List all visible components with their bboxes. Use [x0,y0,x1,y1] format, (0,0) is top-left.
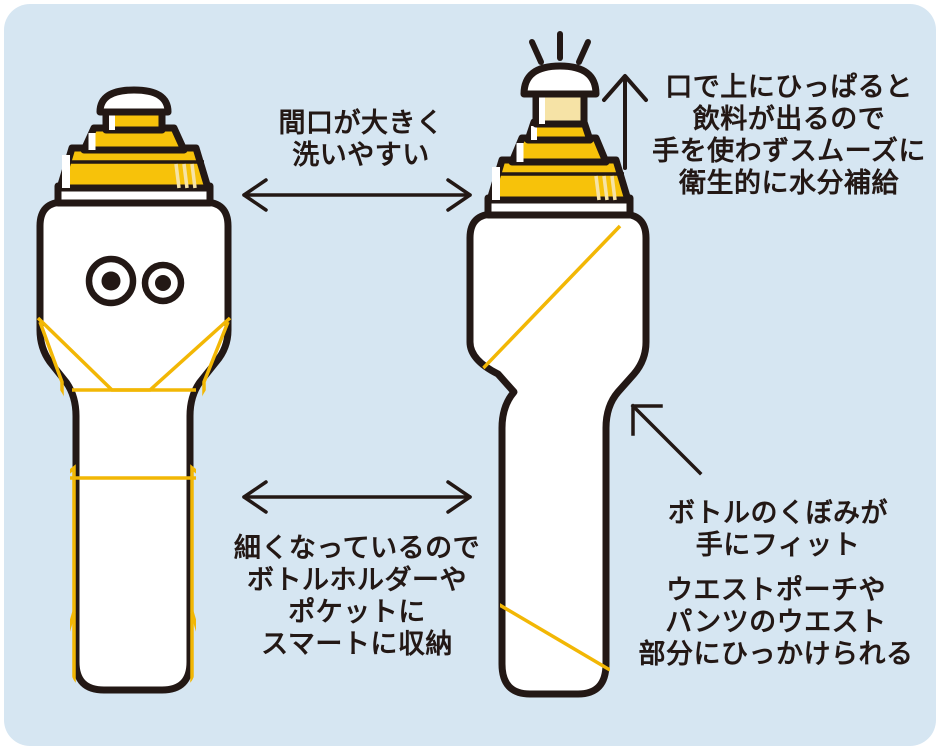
arrow-slim-body [242,480,472,514]
arrow-grip-pointer [630,403,703,476]
spout-top-dome [520,62,600,98]
arrow-wide-mouth [242,178,472,212]
cap-front-ribs [174,163,197,189]
annotation-waist-hook: ウエストポーチや パンツのウエスト 部分にひっかけられる [638,575,914,669]
bottle-side-seams [474,224,622,672]
annotation-wide-mouth: 間口が大きく 洗いやすい [278,108,444,170]
bottle-front-body [36,198,232,694]
cap-front-dome [96,86,172,116]
arrow-pull-up [602,74,648,170]
annotation-slim-body: 細くなっているので ボトルホルダーや ポケットに スマートに収納 [233,533,481,659]
bottle-side-view [466,31,650,698]
bottle-front-vents [85,255,185,307]
bottle-front-view [36,86,232,694]
annotation-grip-indent: ボトルのくぼみが 手にフィット [668,498,888,560]
sparkle-lines-icon [529,31,591,65]
annotation-pull-spout: 口で上にひっぱると 飲料が出るので 手を使わずスムーズに 衛生的に水分補給 [652,72,926,198]
cap-side-ribs [594,175,617,201]
